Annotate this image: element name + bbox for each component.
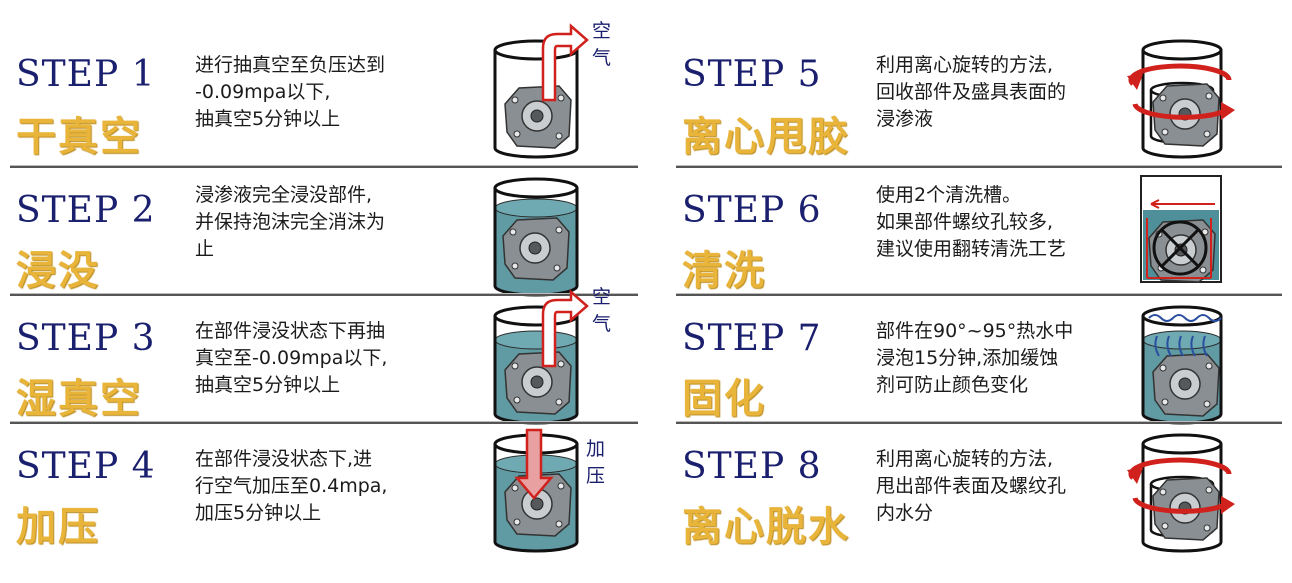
liquid-surface xyxy=(494,198,578,218)
step-figure-svg xyxy=(493,289,589,425)
step-7-description: 部件在90°~95°热水中 浸泡15分钟,添加缓蚀 剂可防止颜色变化 xyxy=(876,320,1074,396)
engine-part-icon xyxy=(504,473,572,537)
step-2-description: 浸渗液完全浸没部件, 并保持泡沫完全消沫为 止 xyxy=(195,184,386,260)
step-8-figure xyxy=(1127,430,1258,553)
step-3-label: STEP 3 xyxy=(16,318,156,359)
step-6-title: 清洗 xyxy=(682,248,766,294)
container-rim xyxy=(493,177,579,199)
air-out-arrow-icon xyxy=(541,289,589,368)
step-figure-svg xyxy=(1127,39,1235,159)
step-3-title: 湿真空 xyxy=(16,376,142,422)
step-5-label: STEP 5 xyxy=(682,54,822,95)
step-8-description: 利用离心旋转的方法, 甩出部件表面及螺纹孔 内水分 xyxy=(876,448,1067,524)
step-1-description: 进行抽真空至负压达到 -0.09mpa以下, 抽真空5分钟以上 xyxy=(195,54,386,130)
step-5-row: STEP 5 离心甩胶 利用离心旋转的方法, 回收部件及盛具表面的 浸渗液 xyxy=(676,30,1282,166)
step-3-row: STEP 3 湿真空 在部件浸没状态下再抽 真空至-0.09mpa以下, 抽真空… xyxy=(10,286,638,425)
step-7-row: STEP 7 固化 部件在90°~95°热水中 浸泡15分钟,添加缓蚀 剂可防止… xyxy=(676,294,1282,425)
step-8-row: STEP 8 离心脱水 利用离心旋转的方法, 甩出部件表面及螺纹孔 内水分 xyxy=(676,422,1282,553)
container-rim xyxy=(1141,433,1223,455)
rotation-arrow-icon xyxy=(1128,457,1232,480)
liquid-surface xyxy=(494,330,578,350)
engine-part-icon xyxy=(504,351,572,415)
step-figure-svg xyxy=(1127,433,1235,553)
step-4-row: STEP 4 加压 在部件浸没状态下,进 行空气加压至0.4mpa, 加压5分钟… xyxy=(10,422,638,553)
rotation-arrow-icon xyxy=(1128,63,1232,86)
engine-part-icon xyxy=(504,85,572,149)
steam-icon xyxy=(1148,314,1222,357)
step-8-label: STEP 8 xyxy=(682,446,822,487)
figure-label: 空气 xyxy=(592,20,612,69)
step-figure-svg xyxy=(1140,175,1222,283)
step-1-label: STEP 1 xyxy=(16,54,156,95)
step-6-label: STEP 6 xyxy=(682,190,822,231)
step-7-label: STEP 7 xyxy=(682,318,822,359)
step-2-row: STEP 2 浸没 浸渗液完全浸没部件, 并保持泡沫完全消沫为 止 xyxy=(10,166,638,297)
step-1-title: 干真空 xyxy=(16,114,142,160)
step-2-label: STEP 2 xyxy=(16,190,156,231)
step-5-title: 离心甩胶 xyxy=(682,114,850,160)
figure-label: 加压 xyxy=(586,438,606,487)
step-7-title: 固化 xyxy=(682,376,766,422)
flip-indicator-icon xyxy=(1152,220,1208,276)
step-4-figure: 加压 xyxy=(470,428,620,553)
step-figure-svg xyxy=(493,177,579,297)
step-8-title: 离心脱水 xyxy=(682,504,850,550)
step-1-figure: 空气 xyxy=(470,20,620,159)
step-5-description: 利用离心旋转的方法, 回收部件及盛具表面的 浸渗液 xyxy=(876,54,1067,130)
step-6-figure xyxy=(1128,174,1258,292)
steps-right-column: STEP 5 离心甩胶 利用离心旋转的方法, 回收部件及盛具表面的 浸渗液 ST… xyxy=(676,30,1282,553)
step-4-title: 加压 xyxy=(16,504,100,550)
step-1-row: STEP 1 干真空 进行抽真空至负压达到 -0.09mpa以下, 抽真空5分钟… xyxy=(10,20,638,166)
container-rim xyxy=(1141,39,1223,61)
step-3-description: 在部件浸没状态下再抽 真空至-0.09mpa以下, 抽真空5分钟以上 xyxy=(195,320,388,396)
step-4-label: STEP 4 xyxy=(16,446,156,487)
air-out-arrow-icon xyxy=(541,23,589,102)
engine-part-icon xyxy=(1152,353,1220,417)
step-7-figure xyxy=(1128,302,1258,425)
step-6-row: STEP 6 清洗 使用2个清洗槽。 如果部件螺纹孔较多, 建议使用翻转清洗工艺 xyxy=(676,166,1282,294)
figure-label: 空气 xyxy=(592,286,612,335)
pressure-down-arrow-icon xyxy=(514,428,554,500)
engine-part-icon xyxy=(502,217,570,281)
step-figure-svg xyxy=(493,428,579,553)
step-2-title: 浸没 xyxy=(16,248,100,294)
step-3-figure: 空气 xyxy=(470,286,620,425)
step-5-figure xyxy=(1127,36,1258,159)
step-2-figure xyxy=(470,174,620,297)
steps-left-column: STEP 1 干真空 进行抽真空至负压达到 -0.09mpa以下, 抽真空5分钟… xyxy=(10,20,638,553)
step-6-description: 使用2个清洗槽。 如果部件螺纹孔较多, 建议使用翻转清洗工艺 xyxy=(876,184,1067,260)
step-figure-svg xyxy=(1141,305,1223,425)
step-4-description: 在部件浸没状态下,进 行空气加压至0.4mpa, 加压5分钟以上 xyxy=(195,448,388,524)
step-figure-svg xyxy=(493,23,589,159)
